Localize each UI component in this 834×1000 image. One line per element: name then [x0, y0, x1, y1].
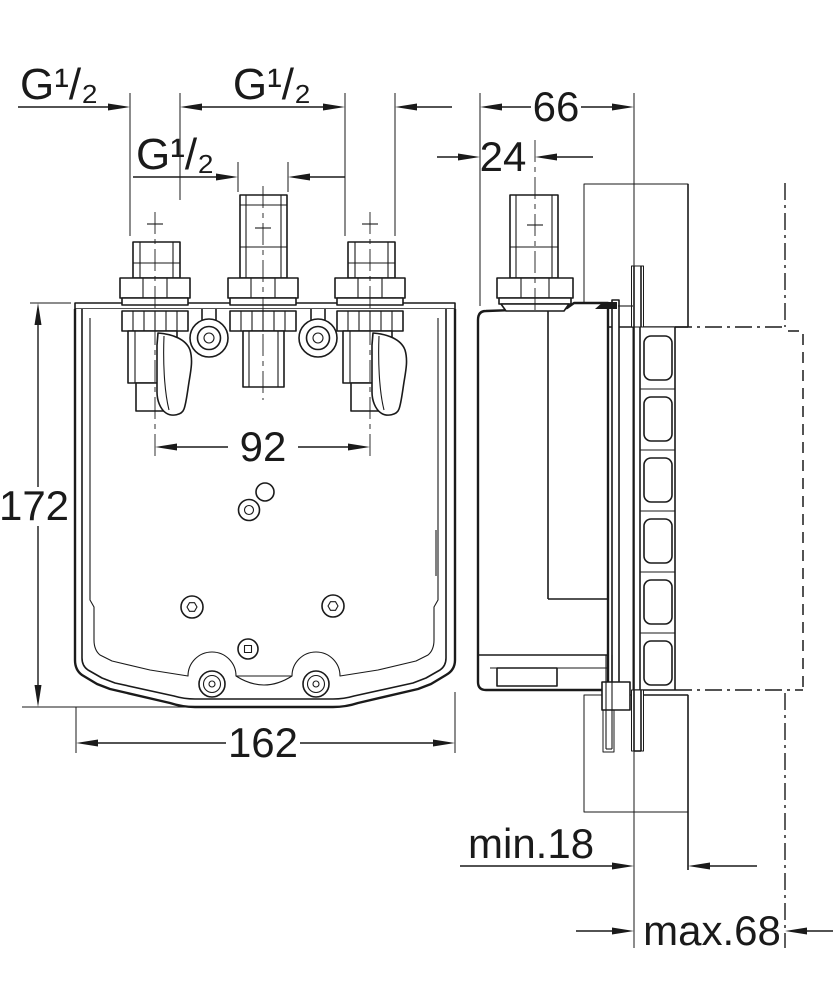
top-fixing-seal	[595, 302, 617, 309]
dimension-66: 66	[480, 83, 634, 130]
back-panel-holes	[180, 482, 345, 660]
dimension-g-right: G¹/₂	[233, 60, 452, 111]
valve-assembly-center	[227, 194, 299, 388]
dimensions: G¹/₂ G¹/₂ G¹/₂ 66	[0, 60, 833, 954]
dimension-min18: min.18	[460, 820, 757, 870]
mounting-ear-left	[189, 309, 229, 358]
dim-label-port-spacing: 92	[240, 423, 287, 470]
dim-label-thread-center: G¹/₂	[136, 130, 214, 179]
dimension-g-center: G¹/₂	[133, 130, 345, 181]
dim-label-body-height: 172	[0, 482, 69, 529]
dimension-172: 172	[0, 303, 69, 707]
front-plate	[611, 299, 620, 699]
trim-outline-right	[788, 330, 804, 690]
dimension-162: 162	[76, 719, 455, 766]
bottom-fixing-block	[601, 681, 631, 711]
dimension-24: 24	[437, 133, 593, 180]
front-view-body	[73, 186, 457, 709]
side-pipe-connection	[496, 140, 574, 312]
mounting-ear-right	[298, 309, 338, 358]
dim-label-body-width: 162	[228, 719, 298, 766]
dimension-g-left: G¹/₂	[18, 60, 323, 111]
bottom-boss-right	[302, 670, 330, 698]
dim-label-wall-min: min.18	[468, 820, 594, 867]
dim-label-depth: 66	[533, 83, 580, 130]
dim-label-wall-max: max.68	[643, 907, 781, 954]
box-inner-contour	[81, 309, 447, 700]
dimension-92: 92	[155, 423, 370, 470]
dim-label-thread-right: G¹/₂	[233, 60, 311, 109]
back-panel-contour	[89, 318, 439, 677]
bottom-boss-left	[198, 670, 226, 698]
side-box-body	[476, 299, 633, 753]
dim-label-pipe-offset: 24	[480, 133, 527, 180]
dimension-max68: max.68	[576, 907, 833, 954]
dim-label-thread-left: G¹/₂	[20, 60, 98, 109]
side-view-wall-section	[476, 93, 804, 948]
protective-sleeve	[631, 265, 676, 752]
